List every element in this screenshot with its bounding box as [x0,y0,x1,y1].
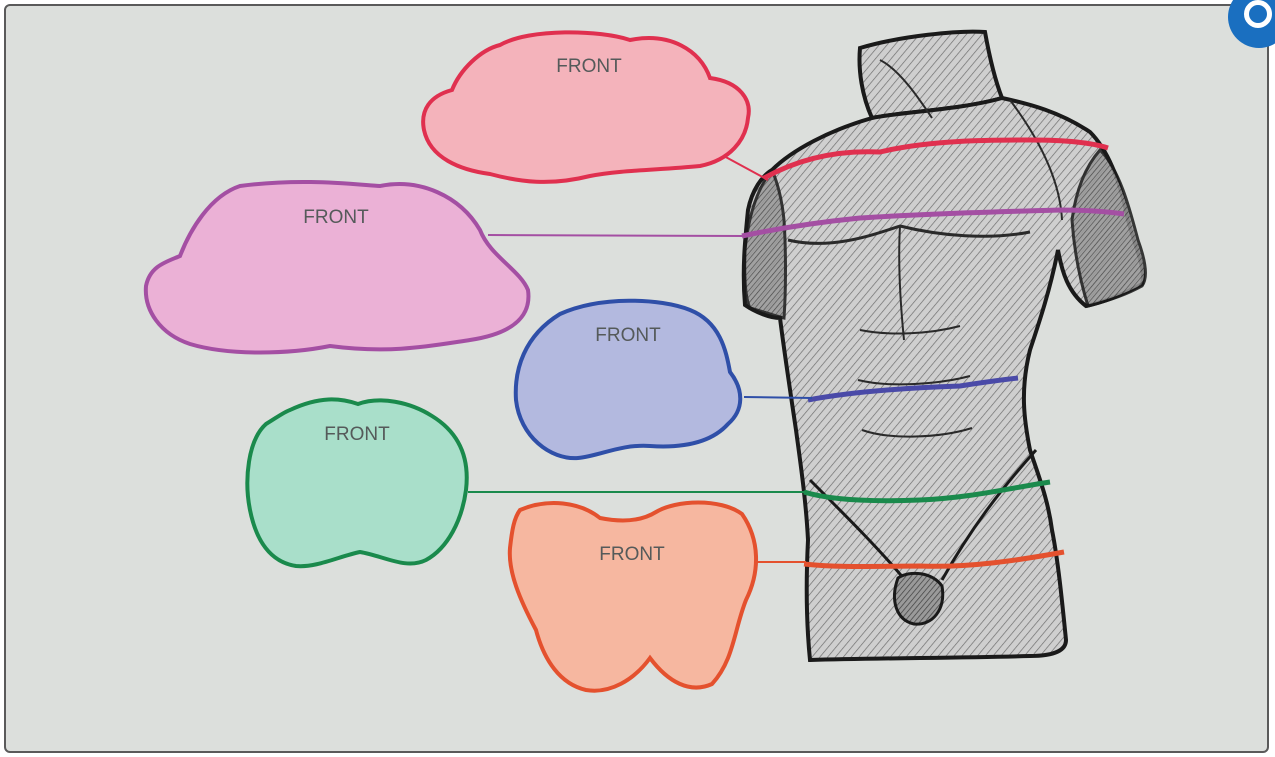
cross-section-hips: FRONT [247,399,466,566]
label-waist: FRONT [595,325,661,346]
label-upper-chest: FRONT [556,56,622,77]
cross-section-pelvis: FRONT [510,503,756,691]
connector-chest [488,235,744,236]
badge-ring [1244,0,1272,28]
label-hips: FRONT [324,424,390,445]
label-pelvis: FRONT [599,544,665,565]
label-chest: FRONT [303,207,369,228]
connector-waist [744,397,812,398]
cross-section-upper-chest: FRONT [423,32,749,182]
cross-section-waist: FRONT [516,301,741,458]
connector-upper-chest [722,155,768,180]
cross-section-chest: FRONT [146,182,529,353]
